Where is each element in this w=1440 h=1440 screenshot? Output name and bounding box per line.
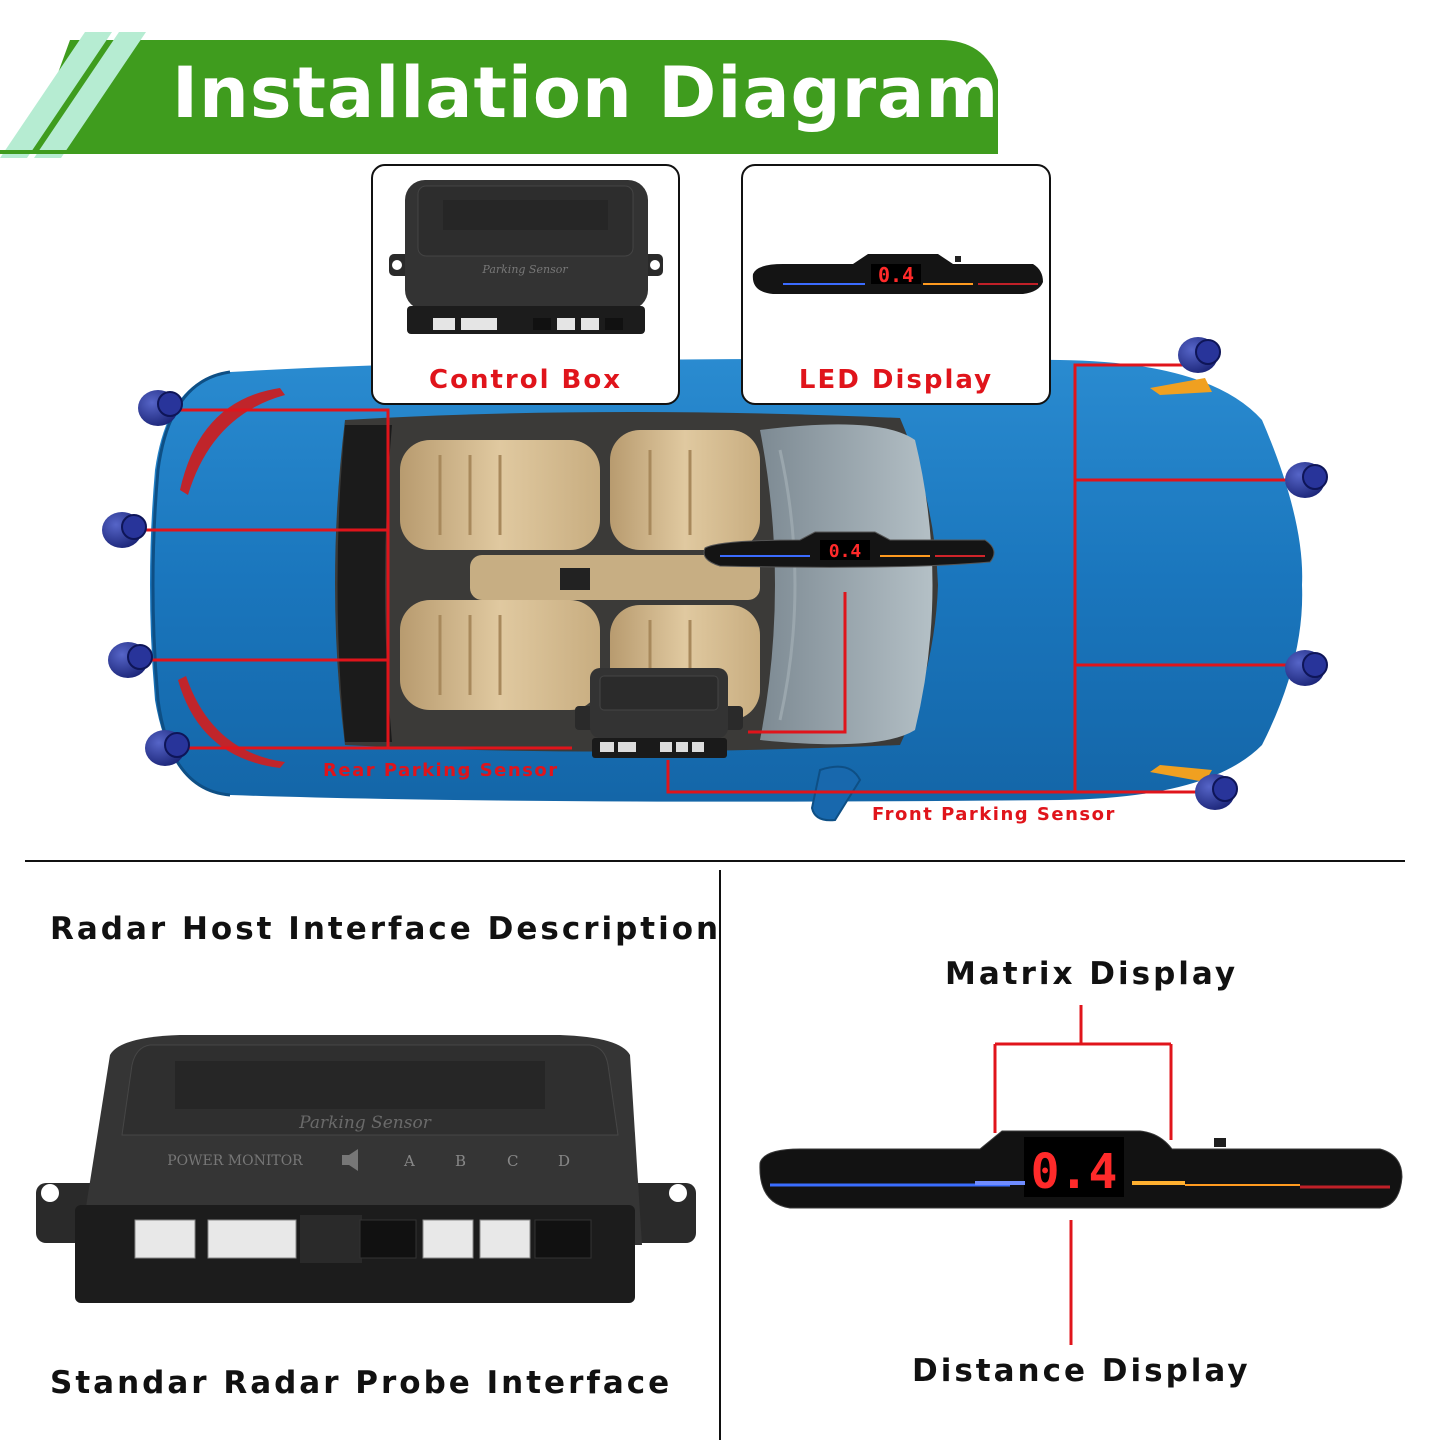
sensor-rear-1 (138, 390, 183, 426)
port-label-a: A (404, 1152, 415, 1170)
pointer-lines (993, 1005, 1173, 1345)
header-banner (0, 32, 998, 158)
svg-text:Parking Sensor: Parking Sensor (481, 263, 568, 276)
port-label-b: B (455, 1152, 467, 1170)
vertical-divider (719, 870, 721, 1440)
car-control-box (575, 668, 743, 758)
port-label-d: D (558, 1152, 571, 1170)
wiring (140, 363, 1300, 794)
radar-host-title: Radar Host Interface Description (50, 911, 722, 947)
car-led-display (703, 531, 995, 568)
svg-text:0.4: 0.4 (1031, 1144, 1118, 1200)
sensor-front-2 (1285, 462, 1328, 498)
rear-sensor-label: Rear Parking Sensor (323, 760, 559, 781)
sensor-rear-3 (108, 642, 153, 678)
control-box-label: Control Box (429, 365, 622, 395)
car-diagram: 0.4 (102, 337, 1328, 822)
sensor-front-1 (1178, 337, 1221, 373)
front-sensor-label: Front Parking Sensor (872, 804, 1116, 825)
sensor-rear-2 (102, 512, 147, 548)
control-box-thumbnail: Parking Sensor Control Box (371, 164, 680, 405)
windshield (760, 424, 933, 745)
radar-probe-caption: Standar Radar Probe Interface (50, 1365, 673, 1401)
distance-display-label: Distance Display (912, 1353, 1251, 1389)
control-box-image: Parking Sensor (389, 180, 663, 334)
parking-sensors (102, 337, 1328, 810)
svg-text:0.4: 0.4 (878, 263, 914, 287)
speaker-icon (342, 1149, 358, 1171)
matrix-display-label: Matrix Display (945, 956, 1239, 992)
led-display-label: LED Display (798, 365, 994, 395)
car-led-reading: 0.4 (829, 541, 862, 562)
radar-host-box: Parking Sensor POWER MONITOR (36, 1035, 696, 1303)
horizontal-divider (25, 860, 1405, 862)
seats (400, 430, 760, 720)
sensor-front-4 (1195, 774, 1238, 810)
led-display-thumbnail: 0.4 LED Display (741, 164, 1051, 405)
led-display-image: 0.4 (752, 254, 1043, 294)
sensor-front-3 (1285, 650, 1328, 686)
sensor-rear-4 (145, 730, 190, 766)
port-label-c: C (507, 1152, 519, 1170)
led-display-large: 0.4 (759, 1005, 1403, 1345)
svg-text:POWER MONITOR: POWER MONITOR (167, 1153, 303, 1169)
svg-text:Parking Sensor: Parking Sensor (298, 1113, 432, 1133)
page-title: Installation Diagram (172, 52, 1000, 134)
